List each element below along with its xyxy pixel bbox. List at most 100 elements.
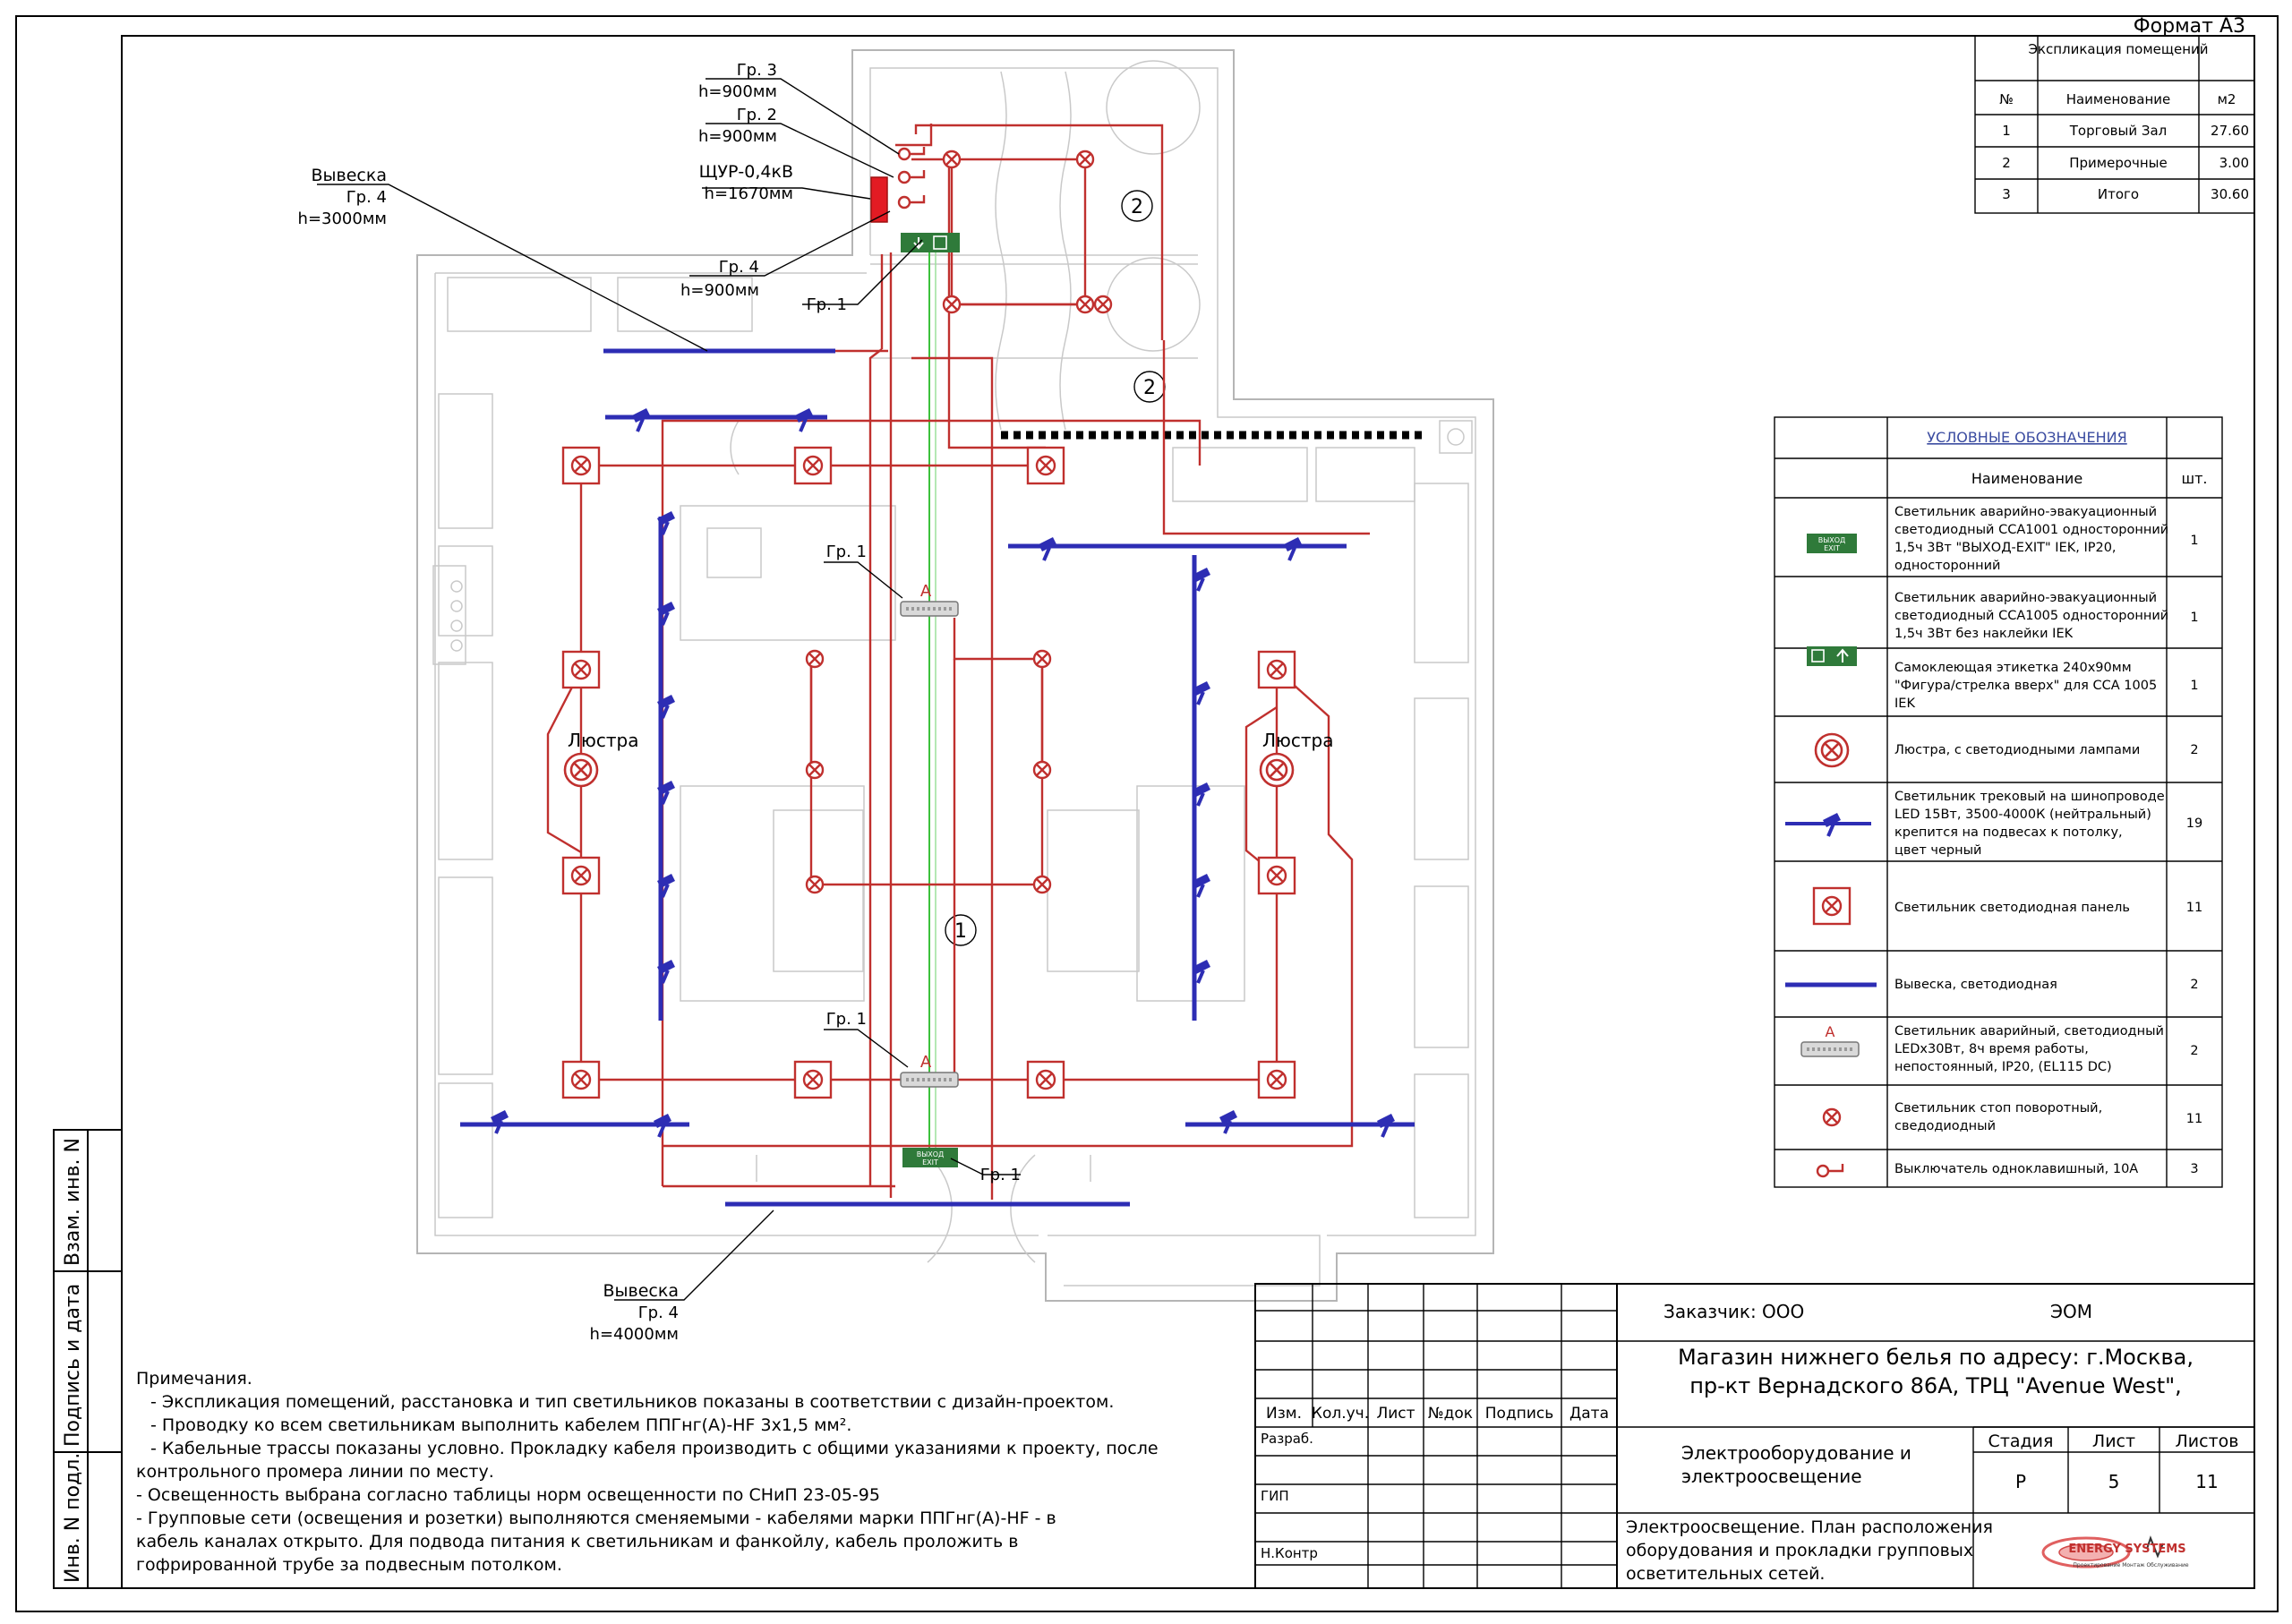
legend-symbol-emergency: A <box>1800 1023 1860 1058</box>
explication-cell: 1 <box>2002 123 2011 139</box>
legend-item-text: Светильник аварийно-эвакуационный светод… <box>1894 591 2173 641</box>
legend-item-count: 1 <box>2190 611 2198 625</box>
object-address-2: пр-кт Вернадского 86А, ТРЦ "Avenue West"… <box>1689 1373 2182 1398</box>
legend-item-text: Вывеска, светодиодная <box>1894 978 2057 992</box>
legend-symbol-spot <box>1822 1107 1842 1127</box>
room-marker-1-label: 1 <box>954 920 967 943</box>
label-gr1-emerg-top: Гр. 1 <box>826 543 867 561</box>
svg-text:A: A <box>1826 1023 1835 1040</box>
legend-symbol-track <box>1785 811 1871 838</box>
legend-item-text: Люстра, с светодиодными лампами <box>1894 743 2140 757</box>
room-marker-1 <box>945 914 977 946</box>
emergency-letter-top: A <box>920 582 932 601</box>
fitting-room-stool-1 <box>1106 60 1201 155</box>
legend-item-count: 1 <box>2190 679 2198 693</box>
room-marker-2b-label: 2 <box>1143 377 1156 399</box>
fitting-room-walls <box>870 254 1198 359</box>
drawing-title-3: осветительных сетей. <box>1626 1564 1825 1584</box>
distribution-panel <box>870 176 888 223</box>
legend-table: УСЛОВНЫЕ ОБОЗНАЧЕНИЯ Наименование шт. ВЫ… <box>1774 416 2223 1188</box>
curtain-right <box>1059 71 1072 431</box>
logo-subtext: Проектирование Монтаж Обслуживание <box>2073 1562 2189 1568</box>
legend-item-text: Светильник аварийно-эвакуационный светод… <box>1894 505 2173 573</box>
explication-cell: Итого <box>2098 186 2139 202</box>
title-block: Изм. Кол.уч. Лист №док Подпись Дата Разр… <box>1254 1283 2255 1589</box>
explication-cell: 3 <box>2002 186 2011 202</box>
notes-title: Примечания. <box>136 1369 252 1389</box>
explication-header-name: Наименование <box>2066 91 2171 107</box>
role-developer: Разраб. <box>1261 1431 1313 1447</box>
note-line: - Экспликация помещений, расстановка и т… <box>150 1392 1114 1412</box>
format-label: Формат А3 <box>2134 15 2245 38</box>
rev-header-sign: Подпись <box>1485 1405 1553 1423</box>
room-marker-2a <box>1121 190 1153 222</box>
label-panel: ЩУР-0,4кВ <box>699 162 793 182</box>
outer-frame <box>15 15 2279 1612</box>
note-line: - Кабельные трассы показаны условно. Про… <box>150 1439 1159 1458</box>
emergency-light-bottom <box>899 1071 960 1089</box>
sheets-value: 11 <box>2195 1471 2218 1492</box>
note-line: - Проводку ко всем светильникам выполнит… <box>150 1415 851 1435</box>
label-gr4: Гр. 4 <box>719 258 759 277</box>
display-table-left <box>680 785 865 1002</box>
legend-item-text: Светильник трековый на шинопроводе LED 1… <box>1894 790 2168 858</box>
logo-text: ENERGY SYSTEMS <box>2068 1543 2185 1556</box>
note-line: гофрированной трубе за подвесным потолко… <box>136 1555 562 1575</box>
rev-header-izm: Изм. <box>1266 1405 1302 1423</box>
customer: Заказчик: ООО <box>1663 1301 1804 1322</box>
label-gr3-h: h=900мм <box>698 82 777 101</box>
explication-cell: 2 <box>2002 155 2011 171</box>
label-gr2-h: h=900мм <box>698 127 777 146</box>
role-gip: ГИП <box>1261 1488 1289 1504</box>
explication-header-num: № <box>1999 91 2014 107</box>
switch-gr2 <box>897 145 926 161</box>
note-line: - Освещенность выбрана согласно таблицы … <box>136 1485 880 1505</box>
rev-header-list: Лист <box>1376 1405 1415 1423</box>
note-line: кабель каналах открыто. Для подвода пита… <box>136 1532 1018 1551</box>
label-sign-top-gr: Гр. 4 <box>346 188 387 207</box>
legend-item-text: Светильник светодиодная панель <box>1894 901 2130 915</box>
explication-header-area: м2 <box>2218 91 2236 107</box>
label-sign-top-h: h=3000мм <box>298 209 387 228</box>
floor-plan: 1 2 2 <box>298 49 1494 1344</box>
leader-lines <box>317 78 1021 1301</box>
label-sign-bottom: Вывеска <box>603 1281 680 1301</box>
label-sign-bottom-h: h=4000мм <box>590 1325 679 1344</box>
label-gr1-emerg-bottom: Гр. 1 <box>826 1010 867 1029</box>
explication-cell: 3.00 <box>2219 155 2249 171</box>
legend-item-count: 11 <box>2186 1112 2202 1126</box>
exit-sign-top <box>901 233 960 252</box>
sheet-header: Лист <box>2092 1432 2135 1451</box>
explication-title: Экспликация помещений <box>2028 41 2208 57</box>
label-gr1-exit-bottom: Гр. 1 <box>980 1166 1021 1184</box>
switch-gr4 <box>897 193 926 209</box>
column-box <box>1439 420 1473 454</box>
side-strip: Инв. N подл. Подпись и дата Взам. инв. N <box>53 1129 123 1589</box>
label-sign-top: Вывеска <box>312 166 388 185</box>
legend-item-count: 1 <box>2190 534 2198 548</box>
label-gr3: Гр. 3 <box>737 61 777 80</box>
track-light-heads <box>489 406 1397 1139</box>
legend-item-count: 11 <box>2186 901 2202 915</box>
side-label-inv: Инв. N подл. <box>62 1453 84 1583</box>
sheets-header: Листов <box>2176 1432 2239 1451</box>
exit-sign-bottom: ВЫХОД EXIT <box>902 1148 958 1167</box>
explication-cell: Торговый Зал <box>2069 123 2168 139</box>
label-gr1-exit-top: Гр. 1 <box>807 295 847 314</box>
legend-item-text: Выключатель одноклавишный, 10А <box>1894 1162 2138 1176</box>
room-marker-2a-label: 2 <box>1131 196 1143 218</box>
wall-box <box>432 565 466 665</box>
entrance-arch <box>730 420 740 475</box>
spot-lights <box>805 150 1113 894</box>
emergency-letter-bottom: A <box>920 1053 932 1072</box>
building-outline <box>416 49 1494 1302</box>
object-address-1: Магазин нижнего белья по адресу: г.Москв… <box>1678 1345 2194 1370</box>
svg-text:EXIT: EXIT <box>1824 544 1840 552</box>
rev-header-doc: №док <box>1428 1405 1473 1423</box>
legend-symbol-exit-sign: ВЫХОД EXIT <box>1807 534 1857 553</box>
legend-item-count: 2 <box>2190 743 2198 757</box>
lighting-wiring <box>546 124 1370 1200</box>
svg-text:ВЫХОД: ВЫХОД <box>917 1150 945 1158</box>
legend-header-count: шт. <box>2181 470 2207 487</box>
